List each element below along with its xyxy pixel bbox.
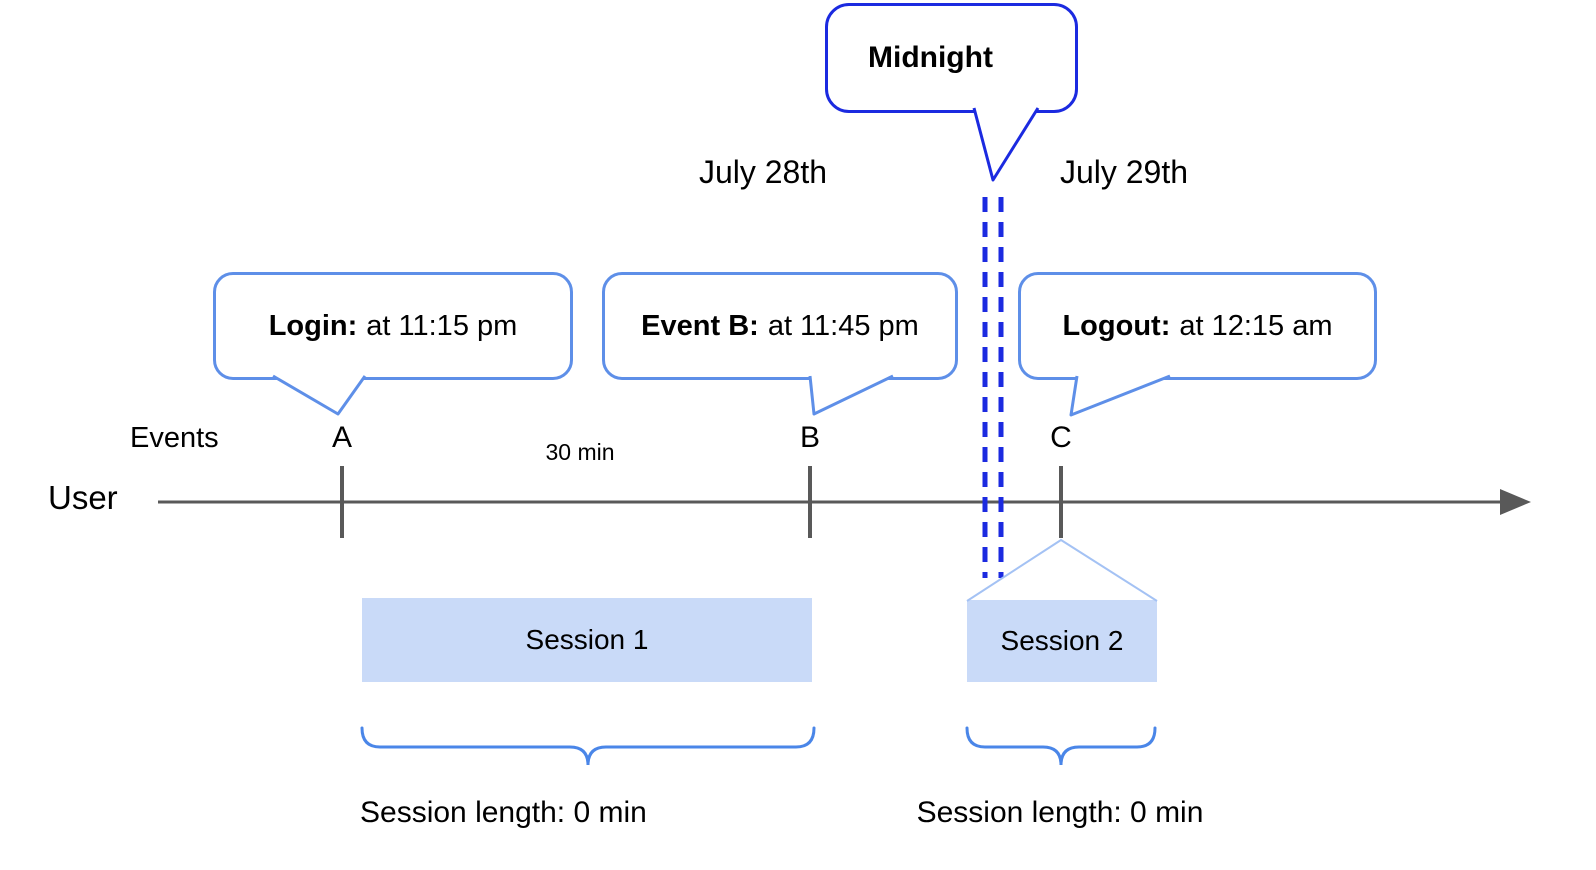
session-1-box: Session 1	[362, 598, 812, 682]
session-2-box: Session 2	[967, 600, 1157, 682]
session-2-label: Session 2	[1000, 625, 1124, 656]
interval-label-30min: 30 min	[545, 439, 615, 465]
session-1-label: Session 1	[525, 624, 649, 655]
event-marker-c: C	[1050, 421, 1072, 454]
session-2-brace	[965, 726, 1157, 766]
session-1-length-label: Session length: 0 min	[360, 796, 647, 829]
event-b-callout-tail	[808, 374, 894, 416]
event-marker-b: B	[799, 421, 821, 454]
event-marker-a: A	[331, 421, 353, 454]
event-b-callout-bubble: Event B: at 11:45 pm	[602, 272, 958, 380]
event-b-callout-label: Event B:	[641, 309, 759, 342]
logout-callout-time: at 12:15 am	[1179, 309, 1333, 342]
login-callout-bubble: Login: at 11:15 pm	[213, 272, 573, 380]
midnight-callout-bubble: Midnight	[825, 3, 1078, 113]
login-callout-time: at 11:15 pm	[366, 309, 518, 342]
login-callout-label: Login:	[268, 309, 358, 342]
logout-callout-bubble: Logout: at 12:15 am	[1018, 272, 1377, 380]
user-axis-label: User	[48, 479, 118, 516]
midnight-callout-label: Midnight	[868, 41, 993, 74]
logout-callout-label: Logout:	[1062, 309, 1171, 342]
logout-callout-tail	[1069, 374, 1171, 417]
event-b-callout-time: at 11:45 pm	[767, 309, 919, 342]
date-label-july-29: July 29th	[1059, 154, 1189, 190]
session-2-funnel-lines	[966, 538, 1158, 602]
timeline-arrowhead-icon	[1500, 489, 1531, 515]
date-label-july-28: July 28th	[698, 154, 828, 190]
session-1-brace	[360, 726, 816, 766]
events-axis-label: Events	[130, 422, 219, 454]
midnight-callout-tail	[972, 107, 1040, 182]
session-2-length-label: Session length: 0 min	[916, 796, 1204, 829]
login-callout-tail	[272, 374, 367, 416]
